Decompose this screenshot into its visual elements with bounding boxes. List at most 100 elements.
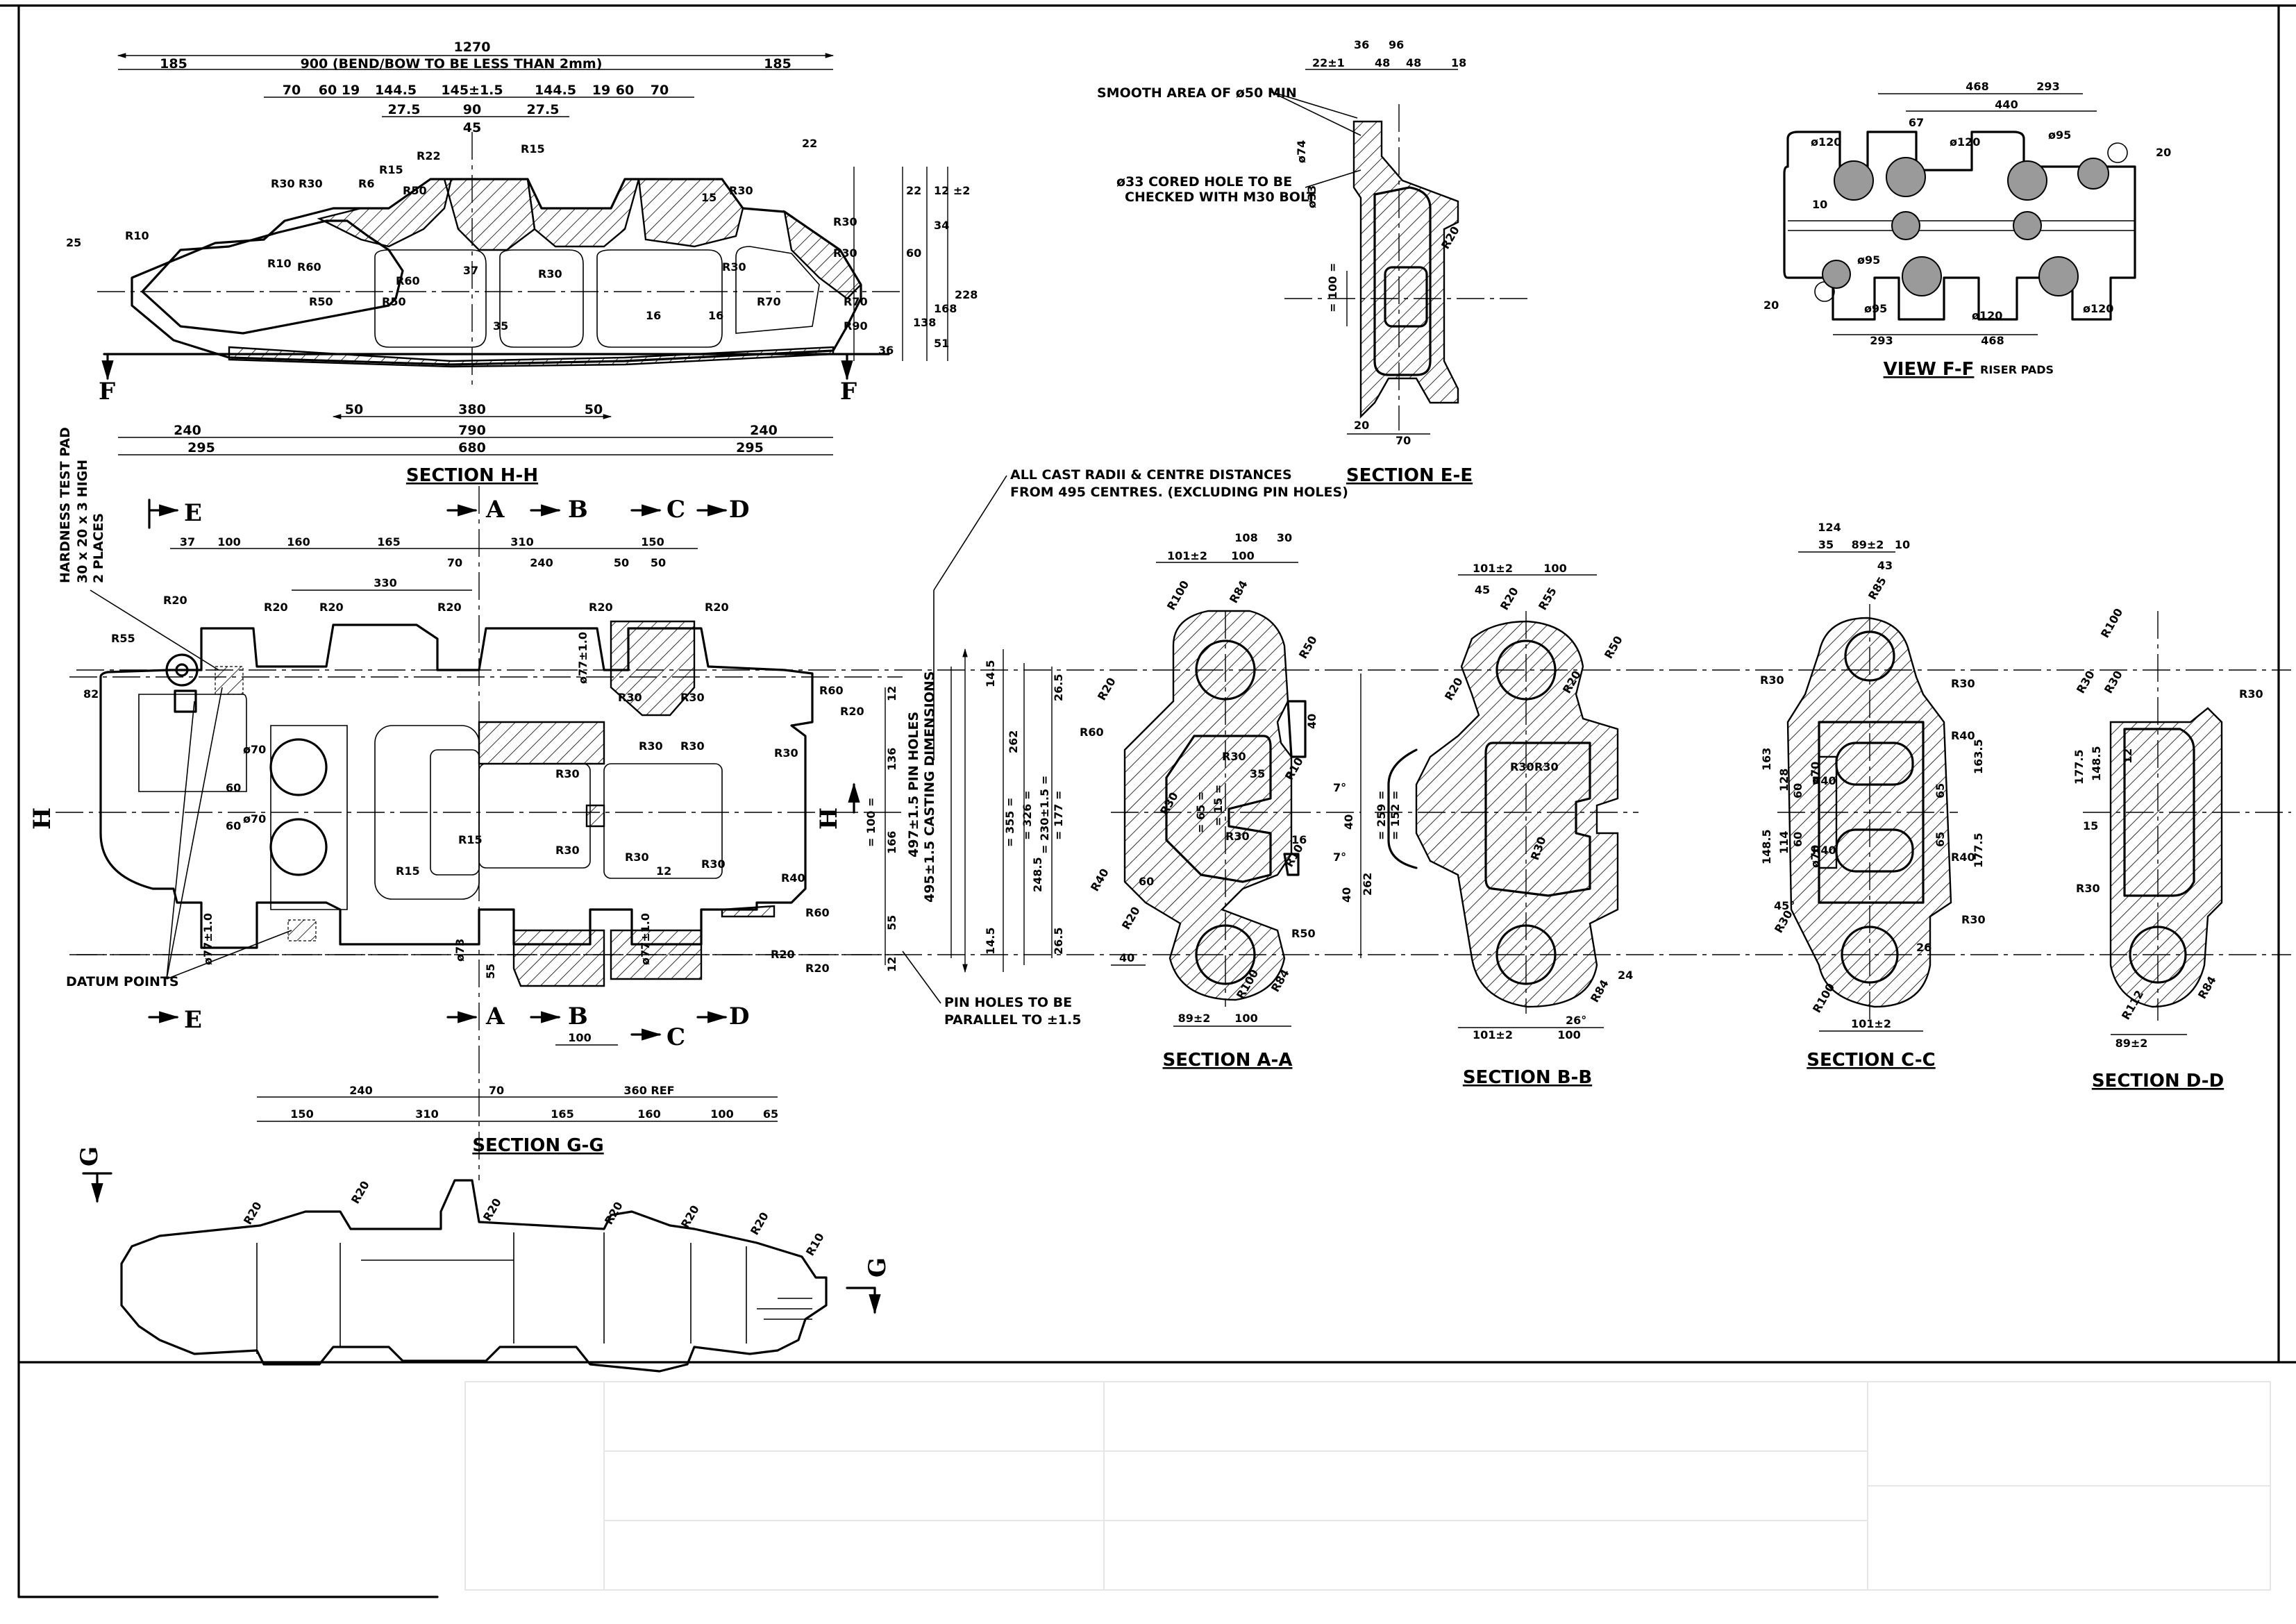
dim-e-100: = 100 = [1326, 263, 1339, 312]
dim-d-15: 15 [2083, 819, 2098, 832]
dim-a-265a: 26.5 [1052, 674, 1065, 701]
dim-g-77a: ø77±1.0 [576, 632, 589, 684]
r-el-20f: R20 [748, 1210, 771, 1237]
dim-b-26: 26° [1566, 1014, 1586, 1027]
dim-b-100b: 100 [1557, 1028, 1580, 1041]
label-c-bottom: C [667, 1023, 685, 1051]
dim-c-114: 114 [1777, 831, 1791, 854]
note-hard3: 2 PLACES [91, 513, 106, 583]
r-h-10: R10 [125, 229, 149, 242]
dim-g-360: 360 REF [623, 1084, 674, 1097]
r-g-20a: R20 [163, 594, 187, 607]
r-g-15b: R15 [458, 833, 483, 846]
section-b-b-view: 101±2 100 45 R20 R55 R50 R20 R20 R30 R30… [1360, 562, 1639, 1088]
title-section-d-d: SECTION D-D [2092, 1071, 2224, 1091]
dim-h-37: 37 [463, 264, 478, 277]
dim-b-101: 101±2 [1473, 562, 1513, 575]
dim-h-50a: 50 [345, 402, 363, 417]
dim-c-1775: 177.5 [1972, 832, 1985, 868]
dim-g-100c: 100 [710, 1107, 733, 1121]
r-h-70b: R70 [757, 295, 781, 308]
r-el-10: R10 [803, 1231, 827, 1258]
dim-h-36: 36 [878, 344, 894, 357]
dim-d-12: 12 [2121, 748, 2134, 764]
label-g-left: G [76, 1146, 103, 1166]
r-h-50c: R50 [382, 295, 406, 308]
dim-f-440: 440 [1995, 98, 2018, 111]
dim-h-228: 228 [955, 288, 978, 301]
r-c-40a: R40 [1951, 729, 1975, 742]
r-h-60: R60 [297, 260, 321, 274]
dim-f-67: 67 [1909, 116, 1924, 129]
dim-a-40c: 40 [1342, 814, 1355, 830]
dim-a-230: = 230±1.5 = [1038, 776, 1051, 854]
dim-g-240b: 240 [349, 1084, 372, 1097]
note-cored1: ø33 CORED HOLE TO BE [1116, 174, 1292, 190]
dim-g-100: 100 [217, 535, 240, 549]
dim-a-65: = 65 = [1194, 792, 1207, 833]
dim-b-152: = 152 = [1389, 791, 1402, 840]
dim-g-310: 310 [510, 535, 533, 549]
r-el-20e: R20 [678, 1203, 702, 1230]
label-e-bottom: E [184, 1006, 202, 1034]
dim-e-18: 18 [1451, 56, 1466, 69]
r-el-20a: R20 [241, 1200, 265, 1227]
dim-g-160b: 160 [637, 1107, 660, 1121]
note-smooth: SMOOTH AREA OF ø50 MIN [1097, 85, 1297, 101]
section-e-e-view: 22±1 36 96 48 48 18 SMOOTH AREA OF ø50 M… [1097, 38, 1527, 486]
r-h-50: R50 [403, 184, 427, 197]
dim-h-34: 34 [934, 219, 949, 232]
dim-c-124: 124 [1818, 521, 1841, 534]
note-cast1: ALL CAST RADII & CENTRE DISTANCES [1010, 467, 1292, 483]
r-g-30d: R30 [639, 739, 663, 753]
dim-a-40a: 40 [1305, 714, 1318, 729]
r-h-15b: R15 [521, 142, 545, 156]
r-g-20g: R20 [840, 705, 864, 718]
dim-g-77b: ø77±1.0 [201, 913, 215, 965]
dim-b-24: 24 [1618, 969, 1633, 982]
dim-d-89: 89±2 [2115, 1037, 2148, 1050]
dim-g-70: 70 [447, 556, 462, 569]
r-h-90: R90 [844, 319, 868, 333]
r-h-30g: R30 [833, 246, 857, 260]
dim-g-60a: 60 [226, 781, 241, 794]
view-f-f: 468 293 440 67 20 20 10 ø120 ø120 ø95 ø9… [1763, 80, 2171, 380]
dim-h-295b: 295 [736, 440, 764, 455]
dim-a-7a: 7° [1333, 781, 1346, 794]
dim-a-145a: 14.5 [984, 660, 997, 687]
r-d-30c: R30 [2239, 687, 2263, 701]
dim-f-120a: ø120 [1811, 135, 1841, 149]
dim-g-100e: = 100 = [864, 798, 878, 847]
r-b-55: R55 [1536, 585, 1559, 612]
dim-h-90: 90 [463, 102, 481, 117]
title-block [464, 1381, 2271, 1591]
dim-a-108: 108 [1234, 531, 1257, 544]
r-d-30d: R30 [2076, 882, 2100, 895]
note-cast2: FROM 495 CENTRES. (EXCLUDING PIN HOLES) [1010, 485, 1348, 500]
dim-a-262: 262 [1007, 730, 1020, 753]
label-d-bottom: D [729, 1003, 749, 1030]
dim-d-1775: 177.5 [2072, 749, 2086, 785]
label-h-left: H [28, 807, 56, 830]
r-c-85: R85 [1866, 575, 1889, 602]
r-h-60b: R60 [396, 274, 420, 287]
subtitle-riser-pads: RISER PADS [1980, 363, 2054, 376]
dim-f-293b: 293 [1870, 334, 1893, 347]
dim-a-60: 60 [1139, 875, 1154, 888]
r-h-50b: R50 [309, 295, 333, 308]
r-g-20d: R20 [437, 601, 462, 614]
dim-h-60b: 60 [616, 83, 634, 98]
section-d-d-view: R100 R30 R30 R30 R30 12 177.5 148.5 15 R… [2072, 606, 2291, 1091]
r-d-112: R112 [2119, 988, 2146, 1022]
dim-f-120c: ø120 [1972, 309, 2002, 322]
label-c-top: C [667, 496, 685, 524]
note-pin1: PIN HOLES TO BE [944, 995, 1072, 1010]
dim-b-262: 262 [1361, 873, 1374, 896]
dim-g-12b: 12 [885, 686, 898, 701]
dim-g-310b: 310 [415, 1107, 438, 1121]
r-h-22: R22 [417, 149, 441, 162]
dim-g-70dia-b: ø70 [243, 812, 266, 826]
r-c-40b: R40 [1951, 851, 1975, 864]
label-b-bottom: B [568, 1003, 588, 1030]
dim-a-30: 30 [1277, 531, 1292, 544]
